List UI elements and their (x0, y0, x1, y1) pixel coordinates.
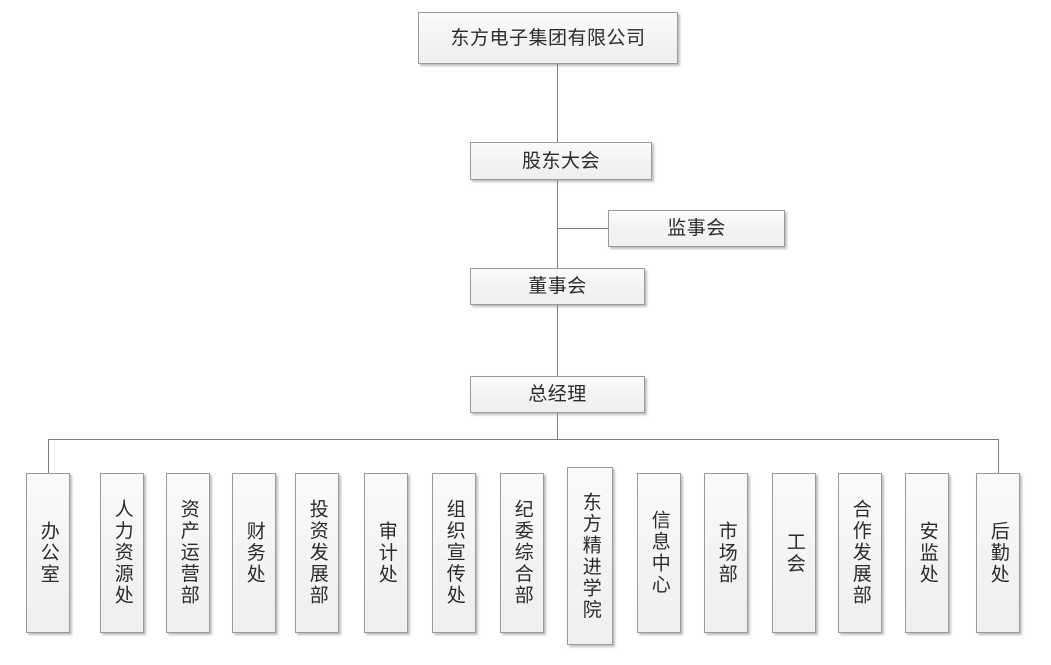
connector-manager-bus (557, 413, 558, 439)
node-department-1-label: 人力资源处 (111, 499, 134, 607)
node-shareholders[interactable]: 股东大会 (470, 142, 652, 180)
connector-bus-last-department (998, 439, 999, 473)
node-department-9[interactable]: 信息中心 (637, 473, 681, 633)
node-department-0[interactable]: 办公室 (26, 473, 70, 633)
node-department-2-label: 资产运营部 (177, 499, 200, 607)
node-company[interactable]: 东方电子集团有限公司 (418, 12, 678, 64)
node-department-12-label: 合作发展部 (849, 499, 872, 607)
node-department-4[interactable]: 投资发展部 (295, 473, 339, 633)
node-general-manager-label: 总经理 (528, 383, 587, 406)
node-department-10-label: 市场部 (715, 520, 738, 586)
node-supervisors[interactable]: 监事会 (608, 210, 785, 247)
node-shareholders-label: 股东大会 (521, 149, 600, 172)
node-department-6-label: 组织宣传处 (443, 499, 466, 607)
node-department-8-label: 东方精进学院 (579, 491, 602, 621)
node-directors-label: 董事会 (528, 275, 587, 298)
node-department-7-label: 纪委综合部 (511, 499, 534, 607)
node-department-8[interactable]: 东方精进学院 (567, 467, 613, 645)
node-department-3[interactable]: 财务处 (232, 473, 276, 633)
node-supervisors-label: 监事会 (667, 217, 726, 240)
node-general-manager[interactable]: 总经理 (470, 376, 645, 413)
node-department-10[interactable]: 市场部 (704, 473, 748, 633)
node-department-9-label: 信息中心 (648, 510, 671, 596)
node-department-7[interactable]: 纪委综合部 (500, 473, 544, 633)
node-company-label: 东方电子集团有限公司 (450, 26, 646, 49)
node-directors[interactable]: 董事会 (470, 268, 645, 305)
node-department-2[interactable]: 资产运营部 (166, 473, 210, 633)
node-department-1[interactable]: 人力资源处 (100, 473, 144, 633)
connector-company-shareholders (557, 64, 558, 142)
node-department-13[interactable]: 安监处 (905, 473, 949, 633)
node-department-14-label: 后勤处 (987, 520, 1010, 586)
connector-directors-manager (557, 305, 558, 376)
node-department-11-label: 工会 (783, 531, 806, 575)
connector-bus-first-department (48, 439, 49, 473)
connector-shareholders-directors (557, 180, 558, 268)
node-department-6[interactable]: 组织宣传处 (432, 473, 476, 633)
node-department-13-label: 安监处 (916, 520, 939, 586)
node-department-3-label: 财务处 (243, 520, 266, 586)
node-department-4-label: 投资发展部 (306, 499, 329, 607)
node-department-11[interactable]: 工会 (772, 473, 816, 633)
node-department-0-label: 办公室 (37, 520, 60, 586)
department-bus (48, 439, 999, 440)
node-department-14[interactable]: 后勤处 (976, 473, 1020, 633)
node-department-5[interactable]: 审计处 (364, 473, 408, 633)
connector-trunk-supervisors (557, 228, 608, 229)
node-department-5-label: 审计处 (375, 520, 398, 586)
node-department-12[interactable]: 合作发展部 (838, 473, 882, 633)
